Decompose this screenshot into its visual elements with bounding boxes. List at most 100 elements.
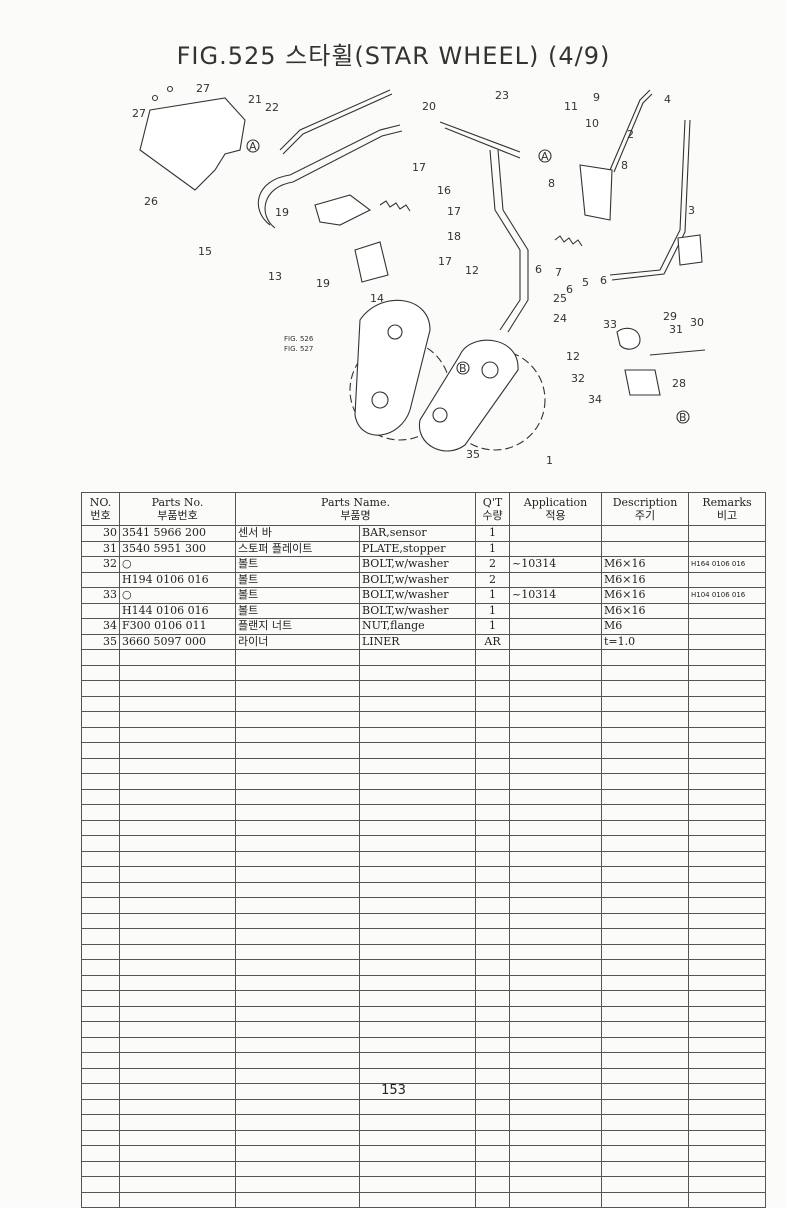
cell-parts-no: H144 0106 016 (119, 602, 236, 619)
svg-text:2: 2 (627, 128, 634, 141)
cell-desc: M6×16 (601, 556, 689, 573)
cell-parts-no: 3660 5097 000 (119, 633, 236, 650)
cell-name-en: PLATE,stopper (359, 540, 476, 557)
svg-text:32: 32 (571, 372, 585, 385)
star-wheel-left (349, 299, 451, 441)
svg-text:21: 21 (248, 93, 262, 106)
svg-text:27: 27 (196, 82, 210, 95)
cell-name-en: BOLT,w/washer (359, 602, 476, 619)
svg-text:14: 14 (370, 292, 384, 305)
svg-text:10: 10 (585, 117, 599, 130)
cell-no (81, 602, 120, 619)
table-row-empty (81, 974, 766, 991)
table-row-empty (81, 773, 766, 790)
svg-text:4: 4 (664, 93, 671, 106)
cell-qt: AR (475, 633, 510, 650)
table-row-empty (81, 866, 766, 883)
svg-text:7: 7 (555, 266, 562, 279)
cell-name-kr: 라이너 (235, 633, 360, 650)
cell-name-kr: 볼트 (235, 571, 360, 588)
cell-app: ~10314 (509, 587, 602, 604)
table-row-empty (81, 897, 766, 914)
svg-text:35: 35 (466, 448, 480, 461)
cell-desc (601, 540, 689, 557)
cell-no (81, 571, 120, 588)
cell-parts-no: ○ (119, 556, 236, 573)
svg-text:6: 6 (600, 274, 607, 287)
svg-text:17: 17 (438, 255, 452, 268)
cell-app (509, 540, 602, 557)
cell-app (509, 602, 602, 619)
header-remarks: Remarks 비고 (688, 492, 766, 526)
table-row-empty (81, 912, 766, 929)
table-row-empty (81, 1098, 766, 1115)
svg-text:23: 23 (495, 89, 509, 102)
parts-table: NO. 번호 Parts No. 부품번호 Parts Name. 부품명 Q'… (81, 492, 766, 1208)
table-row-empty (81, 649, 766, 666)
cell-rem (688, 571, 766, 588)
svg-text:31: 31 (669, 323, 683, 336)
cell-no: 33 (81, 587, 120, 604)
cell-name-en: BOLT,w/washer (359, 571, 476, 588)
cell-no: 35 (81, 633, 120, 650)
bracket-plate-shape (139, 97, 246, 191)
table-row-empty (81, 990, 766, 1007)
svg-text:28: 28 (672, 377, 686, 390)
svg-text:30: 30 (690, 316, 704, 329)
cell-app (509, 633, 602, 650)
header-qt: Q'T 수량 (475, 492, 510, 526)
cell-desc: M6×16 (601, 587, 689, 604)
header-application: Application 적용 (509, 492, 602, 526)
table-row-empty (81, 1036, 766, 1053)
cell-rem (688, 602, 766, 619)
svg-text:5: 5 (582, 276, 589, 289)
cell-name-en: LINER (359, 633, 476, 650)
cell-qt: 1 (475, 587, 510, 604)
svg-text:26: 26 (144, 195, 158, 208)
table-row-empty (81, 1052, 766, 1069)
page-number: 153 (381, 1083, 406, 1098)
svg-text:3: 3 (688, 204, 695, 217)
cell-parts-no: ○ (119, 587, 236, 604)
cell-rem: H164 0106 016 (688, 556, 766, 573)
table-row-empty (81, 1145, 766, 1162)
star-wheel-right (418, 339, 546, 452)
svg-text:6: 6 (566, 283, 573, 296)
cell-no: 32 (81, 556, 120, 573)
circle-label-a: A (538, 149, 552, 163)
cell-name-kr: 플랜지 너트 (235, 618, 360, 635)
svg-text:29: 29 (663, 310, 677, 323)
table-row-empty (81, 680, 766, 697)
cell-no: 31 (81, 540, 120, 557)
cell-app (509, 571, 602, 588)
cell-parts-no: F300 0106 011 (119, 618, 236, 635)
table-row-empty (81, 664, 766, 681)
table-row-empty (81, 1067, 766, 1084)
cell-qt: 1 (475, 525, 510, 542)
svg-text:19: 19 (275, 206, 289, 219)
svg-text:17: 17 (447, 205, 461, 218)
svg-text:6: 6 (535, 263, 542, 276)
table-row-empty (81, 835, 766, 852)
svg-text:11: 11 (564, 100, 578, 113)
cell-parts-no: 3541 5966 200 (119, 525, 236, 542)
cell-qt: 2 (475, 556, 510, 573)
svg-text:16: 16 (437, 184, 451, 197)
cell-desc: M6×16 (601, 602, 689, 619)
table-row-empty (81, 1005, 766, 1022)
cell-name-en: BAR,sensor (359, 525, 476, 542)
circle-label-b: B (676, 410, 690, 424)
table-row-empty (81, 881, 766, 898)
cell-qt: 2 (475, 571, 510, 588)
cell-name-kr: 볼트 (235, 556, 360, 573)
cell-no: 34 (81, 618, 120, 635)
svg-text:13: 13 (268, 270, 282, 283)
svg-text:20: 20 (422, 100, 436, 113)
table-header-row: NO. 번호 Parts No. 부품번호 Parts Name. 부품명 Q'… (81, 492, 766, 526)
table-row-empty (81, 959, 766, 976)
